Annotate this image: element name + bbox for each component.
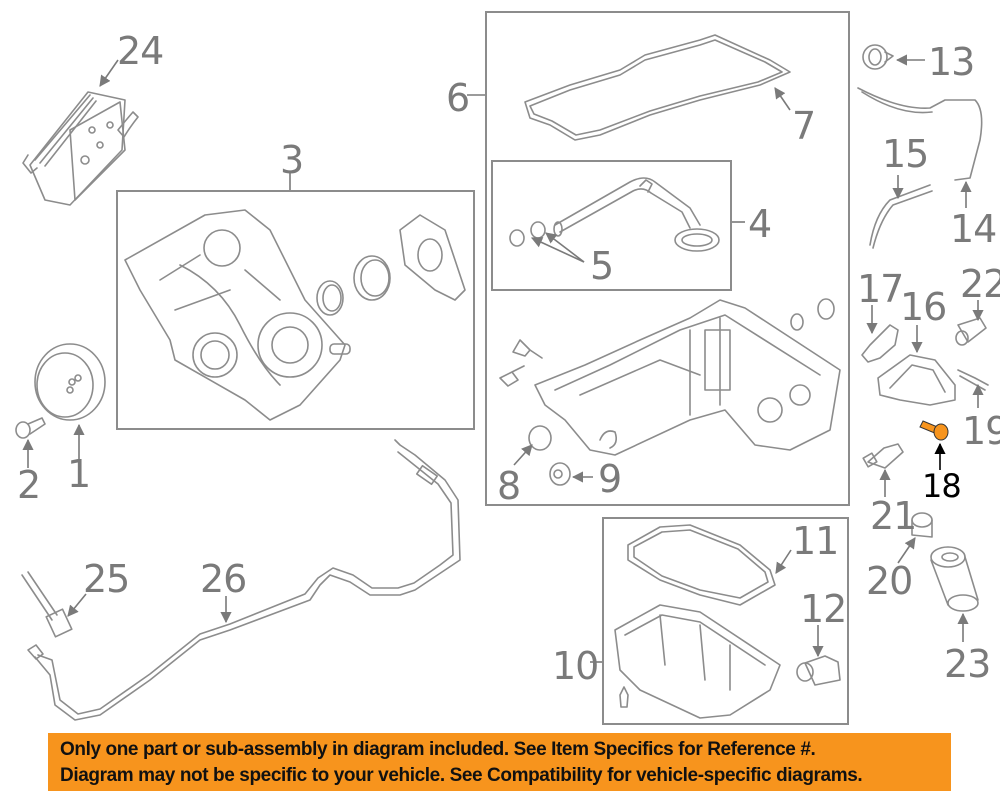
callout-24: 24 [117,29,164,73]
heater-part-25 [21,571,73,638]
oil-filter-part-23 [930,546,979,612]
disclaimer-line-1: Only one part or sub-assembly in diagram… [60,739,816,760]
callout-8: 8 [497,464,521,508]
plug-part-8 [528,425,552,451]
oil-pickup-tube-part-4 [553,177,720,252]
callout-16: 16 [900,285,947,329]
tube-part-14 [857,87,983,181]
callout-1: 1 [67,452,91,496]
sensor-part-21 [862,443,904,469]
sensor-part-22 [955,317,987,346]
group-box-4-oil-pickup [491,160,732,291]
cap-part-13 [862,44,894,70]
drain-plug-part-12 [796,655,841,686]
front-cover-part-3 [124,209,466,421]
disclaimer-banner: Only one part or sub-assembly in diagram… [48,733,951,791]
callout-11: 11 [792,519,839,563]
housing-part-16 [877,354,956,406]
callout-20: 20 [866,559,913,603]
harness-part-26 [34,439,461,721]
tube-part-15 [869,184,933,249]
group-box-10-lower-oil-pan [602,517,849,725]
callout-4: 4 [748,202,772,246]
oil-pan-gasket-part-7 [524,34,791,141]
upper-oil-pan-part-6 [534,299,841,456]
gasket-part-17 [861,324,899,363]
callout-17: 17 [857,267,904,311]
callout-2: 2 [17,463,41,507]
callout-22: 22 [960,262,1000,306]
lower-pan-gasket-part-11 [627,524,776,606]
lower-oil-pan-part-10 [614,604,781,719]
fitting-part-20 [911,512,933,538]
callout-21: 21 [870,494,917,538]
callout-5: 5 [590,244,614,288]
oil-cooler-part-24 [22,91,139,206]
callout-3: 3 [280,138,304,182]
damper-pulley-part-1 [34,343,106,421]
callout-19: 19 [962,409,1000,453]
callout-14: 14 [950,207,997,251]
callout-9: 9 [598,457,622,501]
grommet-part-9 [549,462,571,486]
disclaimer-line-2: Diagram may not be specific to your vehi… [60,765,863,786]
callout-15: 15 [882,132,929,176]
callout-23: 23 [944,642,991,686]
callout-10: 10 [552,644,599,688]
stud-part-19 [957,369,989,391]
callout-7: 7 [792,104,816,148]
callout-12: 12 [800,587,847,631]
callout-25: 25 [83,557,130,601]
bolt-part-18-highlighted [919,420,949,441]
callout-13: 13 [928,40,975,84]
callout-18-highlighted: 18 [922,467,962,505]
callout-26: 26 [200,557,247,601]
bolt-part-2 [15,417,46,439]
callout-6: 6 [446,76,470,120]
